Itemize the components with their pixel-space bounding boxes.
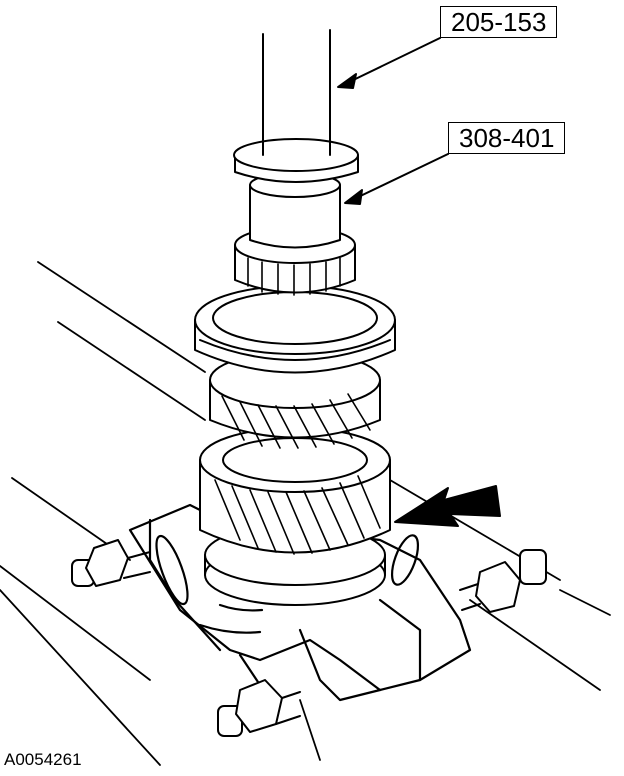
callout-leaders — [337, 37, 449, 205]
direction-arrow — [394, 485, 501, 527]
bolt-front — [217, 679, 301, 737]
figure-id: A0054261 — [4, 750, 82, 769]
bed-lines — [0, 261, 611, 766]
gear-stack — [194, 29, 396, 606]
callout-label-tool-1: 205-153 — [440, 6, 558, 38]
callout-label-tool-2: 308-401 — [448, 122, 566, 154]
bolt-left — [71, 539, 151, 587]
bolt-right — [459, 549, 547, 613]
